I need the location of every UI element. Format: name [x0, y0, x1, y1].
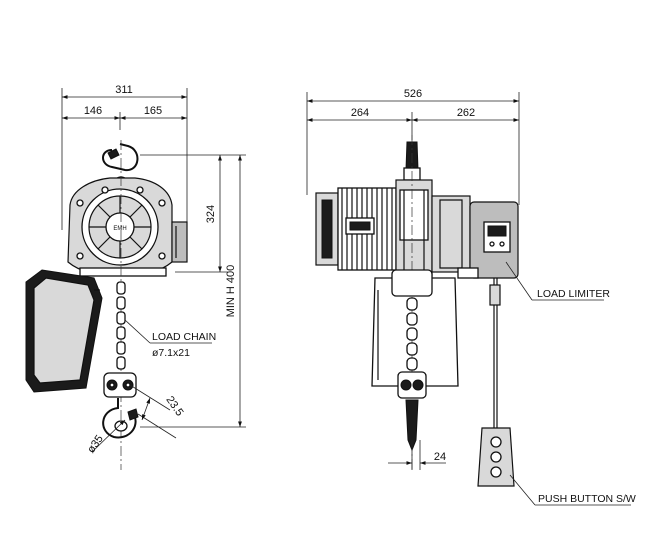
gear-housing	[395, 179, 471, 277]
motor-fins	[315, 187, 397, 271]
svg-text:EMH: EMH	[113, 226, 126, 232]
load-chain-side	[116, 140, 126, 470]
dim-24: 24	[388, 440, 446, 470]
dim-146-165: 146 165	[61, 105, 187, 130]
bottom-hook-side	[102, 372, 139, 439]
load-chain-label: LOAD CHAIN	[152, 331, 216, 343]
dim-label-min-h: MIN H 400	[225, 265, 237, 318]
callout-push-button: PUSH BUTTON S/W	[509, 474, 636, 506]
dim-label-262: 262	[457, 107, 475, 119]
bottom-hook-front	[397, 371, 427, 452]
dim-23-5: 23.5	[129, 384, 186, 439]
callout-load-limiter: LOAD LIMITER	[505, 261, 610, 301]
callout-load-chain: LOAD CHAIN ø7.1x21	[124, 319, 216, 359]
dim-label-23-5: 23.5	[163, 394, 185, 418]
load-limiter-label: LOAD LIMITER	[537, 288, 610, 300]
push-button-label: PUSH BUTTON S/W	[538, 493, 636, 505]
dim-label-526: 526	[404, 88, 422, 100]
dim-min-h-400: MIN H 400	[140, 154, 246, 428]
dim-label-165: 165	[144, 105, 162, 117]
dim-264-262: 264 262	[307, 107, 519, 140]
dim-label-264: 264	[351, 107, 369, 119]
dim-311: 311	[61, 84, 188, 230]
control-box-front	[457, 201, 519, 279]
dim-526: 526	[306, 88, 520, 205]
control-box-side	[25, 269, 103, 393]
dim-label-146: 146	[84, 105, 102, 117]
dim-label-24: 24	[434, 451, 446, 463]
dim-label-324: 324	[205, 205, 217, 223]
front-view: 526 264 262	[306, 88, 636, 506]
load-chain-front	[391, 135, 433, 470]
side-view: 311 146 165 324 MIN H 400	[25, 84, 246, 470]
hoist-body-side: EMH	[67, 177, 188, 277]
load-chain-spec: ø7.1x21	[152, 347, 190, 359]
dim-324: 324	[140, 154, 228, 273]
dim-label-35: ø35	[85, 433, 106, 455]
pendant	[477, 278, 515, 487]
dim-label-311: 311	[115, 84, 133, 96]
